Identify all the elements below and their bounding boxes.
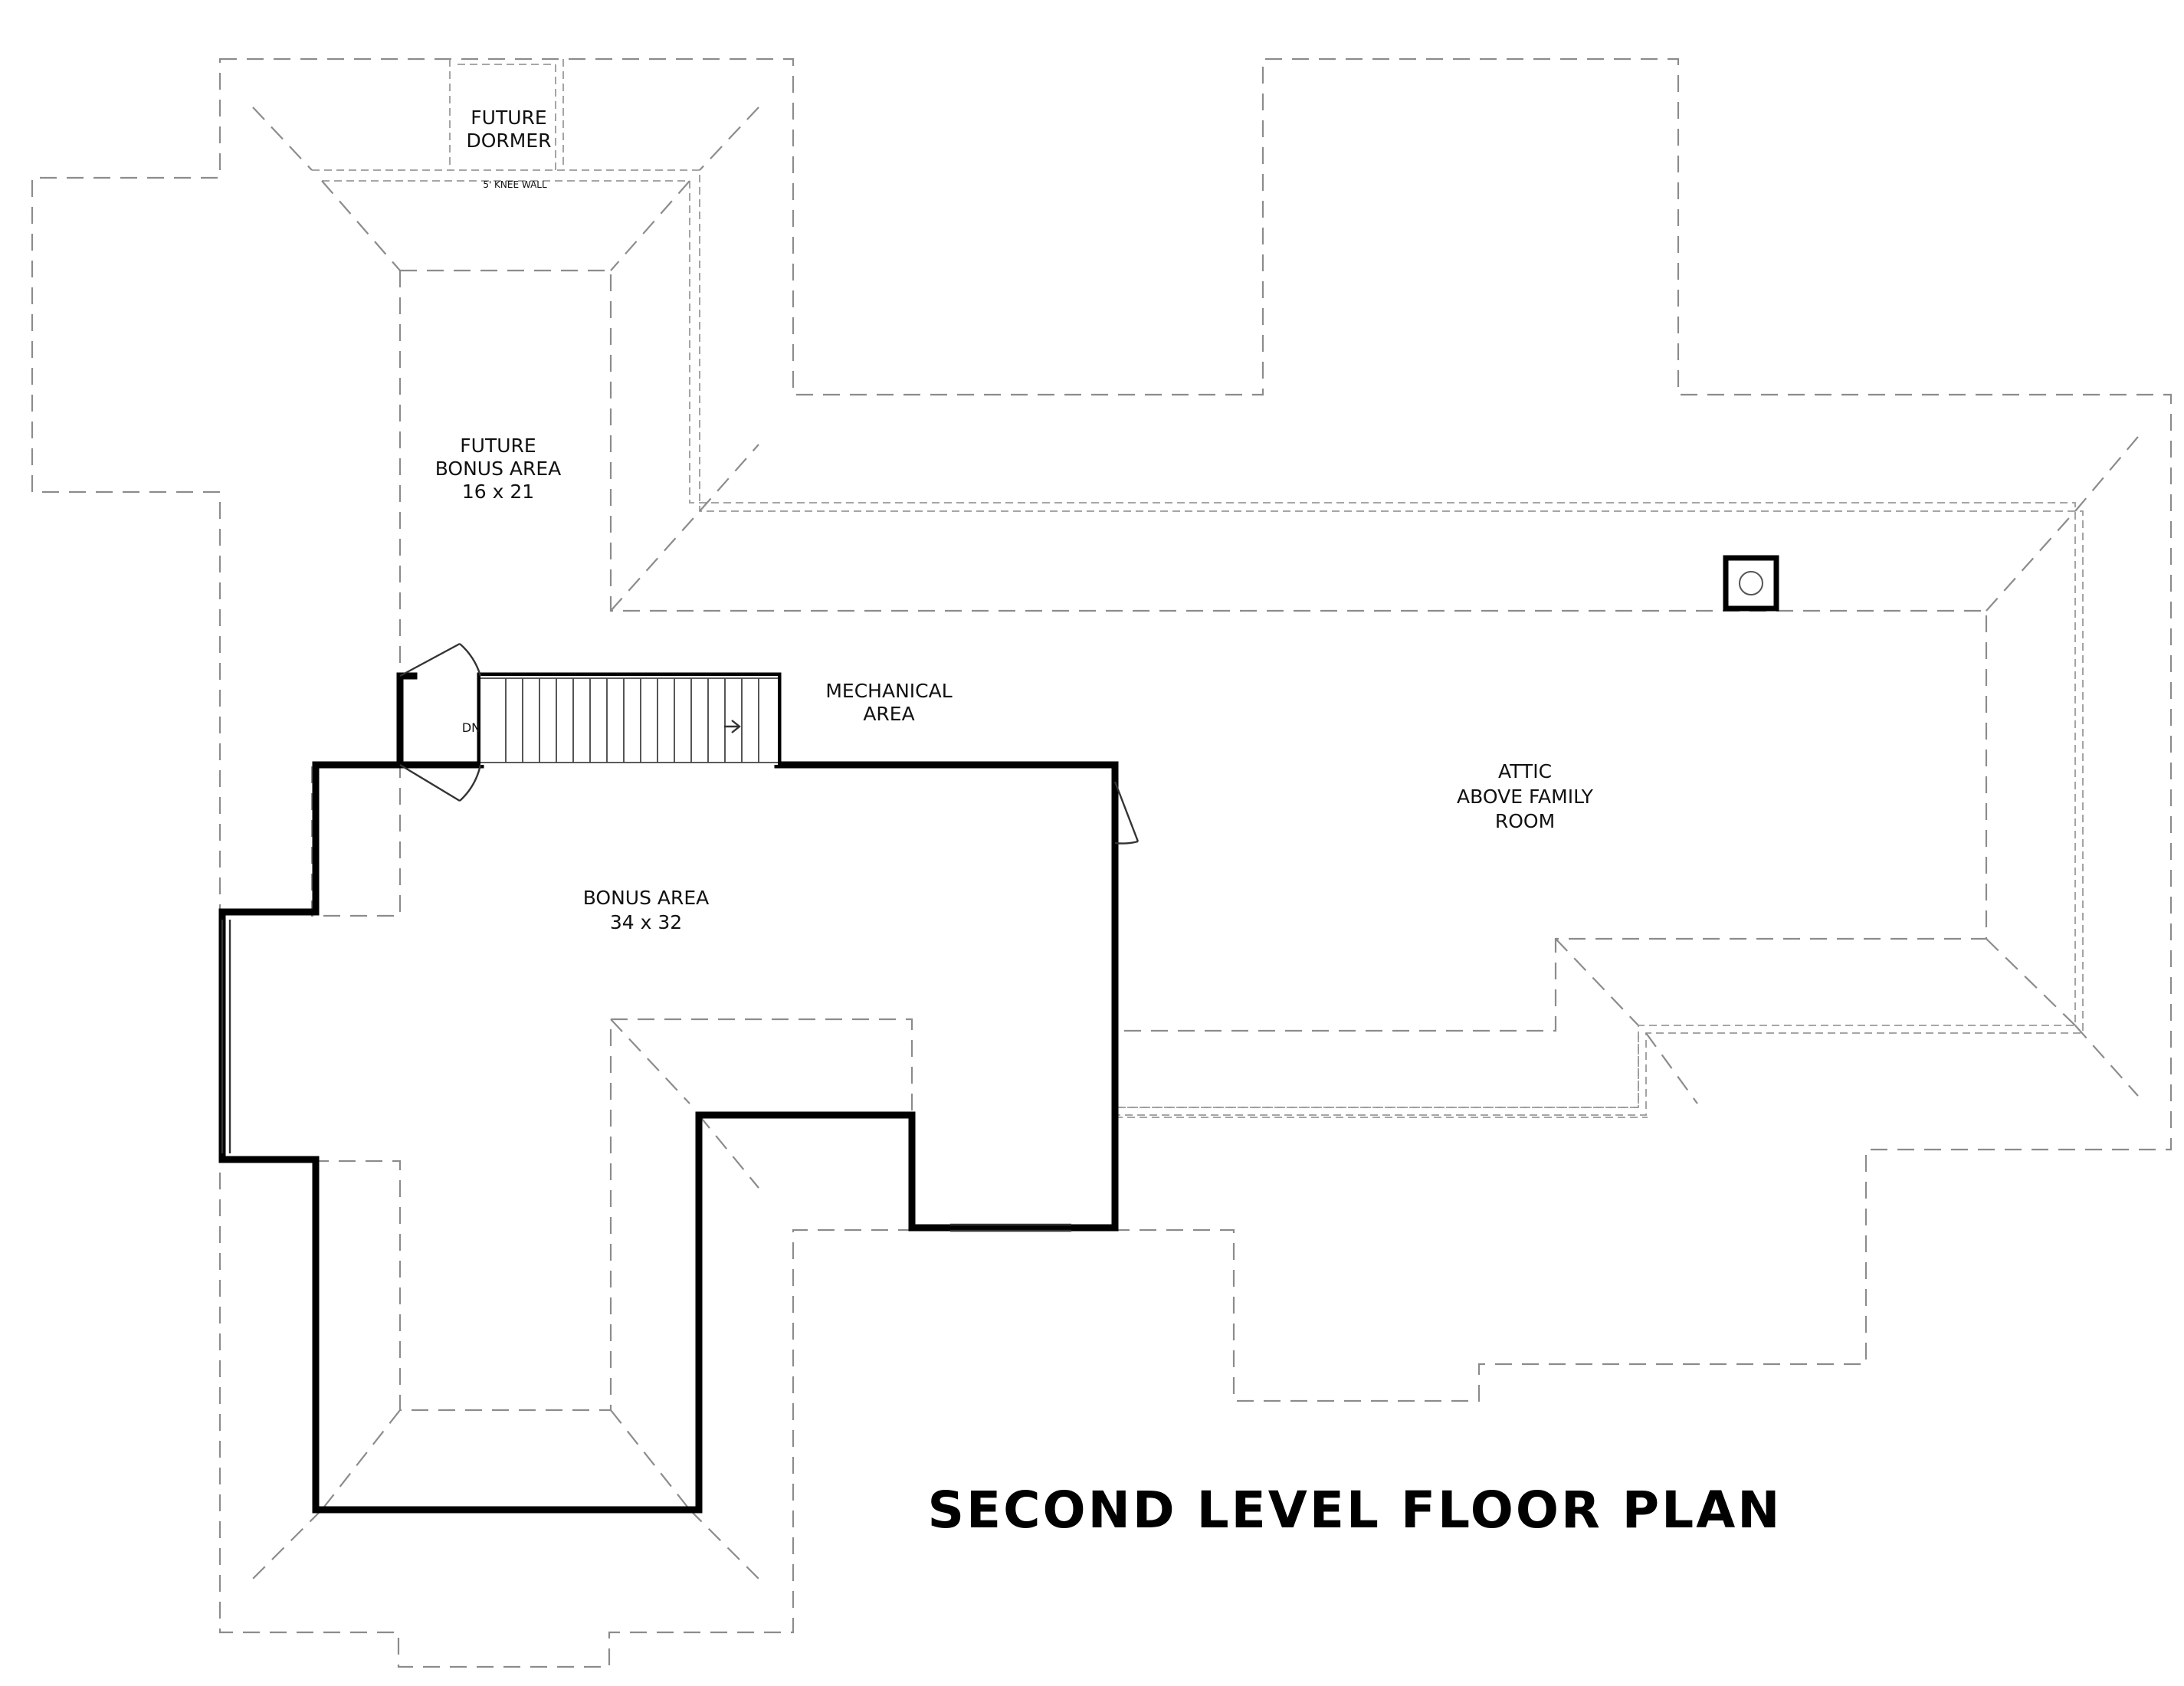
plan-title: SECOND LEVEL FLOOR PLAN	[927, 1481, 1782, 1540]
dormer-outline	[449, 59, 564, 170]
future-bonus-wing-outline	[312, 169, 2084, 1116]
door-swing-right	[1113, 781, 1140, 845]
mechanical-label-1: MECHANICAL	[825, 680, 952, 702]
knee-wall-label: 5' KNEE WALL	[483, 179, 547, 190]
bottom-wing-outline	[312, 1018, 913, 1412]
future-bonus-wing-inner	[322, 180, 2076, 1108]
mechanical-label-2: AREA	[863, 703, 914, 725]
dormer-inner	[457, 64, 556, 170]
future-bonus-size: 16 x 21	[462, 481, 534, 503]
left-window	[221, 920, 231, 1153]
future-bonus-label-2: BONUS AREA	[435, 458, 562, 480]
hip-lines	[252, 107, 2139, 1579]
future-dormer-label-1: FUTURE	[471, 107, 546, 129]
future-dormer-label-2: DORMER	[466, 130, 551, 152]
bonus-area-size: 34 x 32	[610, 911, 682, 933]
stair	[480, 676, 778, 765]
attic-label-3: ROOM	[1495, 810, 1555, 832]
stair-enclosure-wall	[396, 672, 418, 769]
bonus-area-label: BONUS AREA	[583, 887, 710, 909]
bottom-window	[950, 1223, 1071, 1232]
left-lower-box	[310, 766, 402, 917]
chimney	[1723, 555, 1779, 612]
door-swing-upper	[399, 642, 482, 677]
attic-label-1: ATTIC	[1498, 760, 1552, 782]
attic-label-2: ABOVE FAMILY	[1457, 786, 1594, 808]
bonus-area-walls	[218, 672, 1119, 1514]
future-bonus-label-1: FUTURE	[460, 435, 536, 457]
attic-bottom-edge	[1115, 1031, 1648, 1118]
door-swing-lower	[399, 763, 482, 802]
roof-outline	[31, 57, 2173, 1668]
stair-dn-label: DN	[462, 720, 480, 735]
